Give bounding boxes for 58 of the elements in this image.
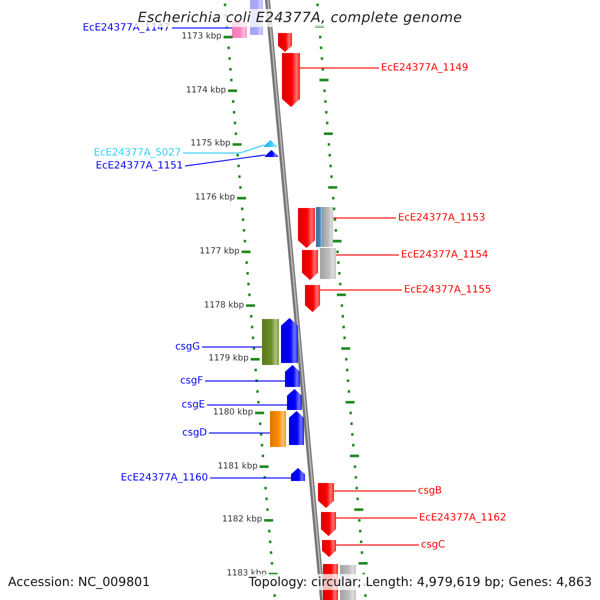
leader-line [172,27,232,29]
gene-label: EcE24377A_1151 [96,160,183,172]
gene-block [265,150,278,157]
gene-feature-block [323,207,333,247]
gene-feature-block [316,207,323,247]
gene-block [264,140,277,147]
gene-label: EcE24377A_1149 [381,62,468,74]
scale-label: 1178 kbp [204,300,244,311]
leader-line [209,432,270,434]
gene-label: csgC [421,538,446,552]
gene-label: EcE24377A_1153 [398,212,486,224]
gene-block [302,250,318,280]
gene-label: csgG [175,340,200,354]
gene-feature-block [262,319,279,365]
gene-label: csgD [182,426,207,440]
scale-label: 1174 kbp [186,85,226,96]
scale-label: 1177 kbp [200,246,240,258]
gene-block [321,512,336,536]
scale-label: 1179 kbp [208,354,249,365]
gene-block [318,483,334,508]
leader-line [205,380,285,382]
gene-block [305,285,320,312]
leader-line [300,67,379,69]
gene-block [289,411,304,445]
scale-label: 1181 kbp [218,461,258,472]
gene-block [287,389,302,410]
leader-line [210,477,291,479]
gene-block [291,468,305,481]
scale-label: 1173 kbp [181,32,222,42]
gene-feature-block [270,411,286,447]
gene-label: EcE24377A_1154 [401,248,488,262]
leader-line [333,217,396,219]
gene-block [285,365,300,387]
leader-line [336,544,419,546]
gene-feature-block [320,248,336,279]
gene-label: EcE24377A_1162 [419,512,506,524]
gene-block [281,318,298,363]
leader-line [183,144,264,154]
leader-line [336,517,417,519]
leader-line [207,404,287,406]
gene-block [298,208,315,248]
scale-label: 1182 kbp [222,514,262,526]
gene-label: EcE24377A_5027 [94,146,181,160]
gene-label: EcE24377A_1160 [120,472,208,484]
leader-line [184,154,266,167]
gene-label: EcE24377A_1155 [404,284,492,296]
gene-label: csgF [180,374,203,388]
gene-block [322,540,336,557]
scale-label: 1180 kbp [213,407,254,418]
scale-label: 1175 kbp [190,138,231,150]
leader-line [336,254,399,256]
scale-label: 1176 kbp [195,192,236,204]
leader-line [202,346,262,348]
leader-line [334,490,416,492]
gene-label: csgB [418,484,442,498]
leader-line [320,289,402,291]
gene-block [278,33,292,52]
gene-label: csgE [182,398,205,412]
